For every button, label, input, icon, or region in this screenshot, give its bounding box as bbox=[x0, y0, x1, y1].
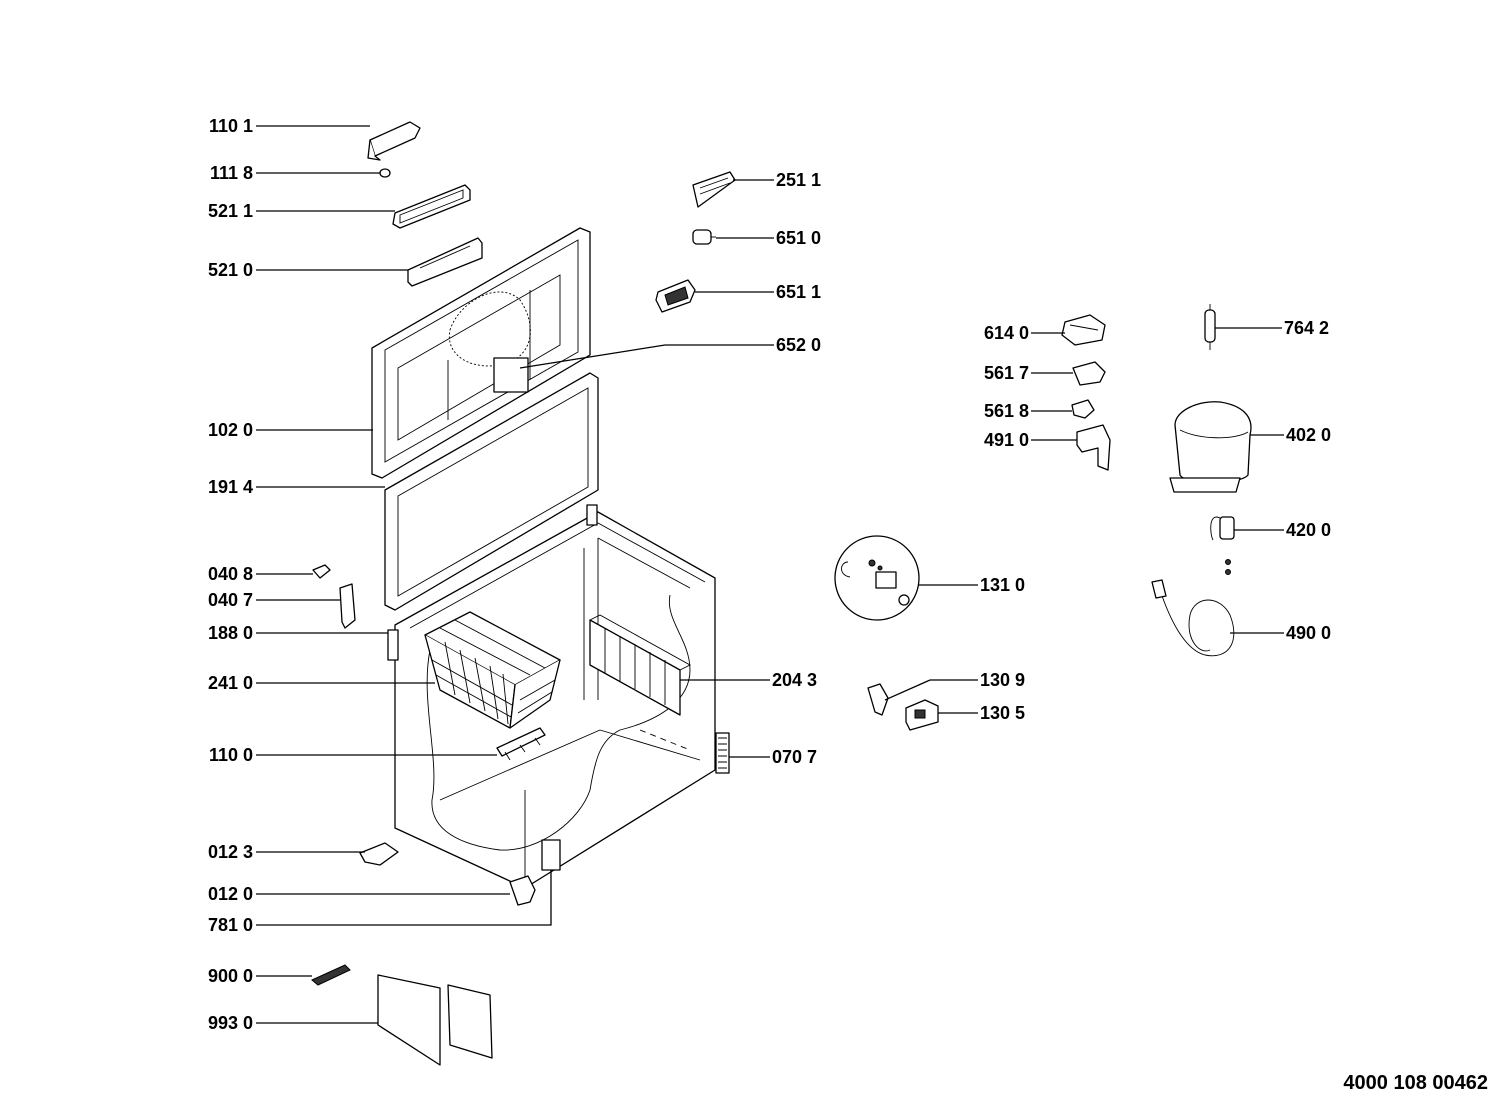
lid bbox=[371, 227, 591, 479]
label-2511: 251 1 bbox=[776, 170, 821, 190]
label-4020: 402 0 bbox=[1286, 425, 1331, 445]
label-0407: 040 7 bbox=[208, 590, 253, 610]
label-1100: 110 0 bbox=[209, 745, 253, 765]
label-5617: 561 7 bbox=[984, 363, 1029, 383]
wire-basket bbox=[424, 611, 561, 729]
small-cap bbox=[379, 168, 391, 178]
label-5618: 561 8 bbox=[984, 401, 1029, 421]
label-4900: 490 0 bbox=[1286, 623, 1331, 643]
label-0123: 012 3 bbox=[208, 842, 253, 862]
label-9930: 993 0 bbox=[208, 1013, 253, 1033]
control-panel bbox=[407, 237, 483, 287]
foot-bracket bbox=[359, 842, 399, 866]
part-5617 bbox=[1072, 361, 1106, 386]
cover-4910 bbox=[1076, 424, 1111, 471]
label-6520: 652 0 bbox=[776, 335, 821, 355]
label-7810: 781 0 bbox=[208, 915, 253, 935]
hinge bbox=[339, 583, 356, 629]
evaporator-panel bbox=[589, 614, 691, 716]
label-7642: 764 2 bbox=[1284, 318, 1329, 338]
label-6511: 651 1 bbox=[776, 282, 821, 302]
label-4200: 420 0 bbox=[1286, 520, 1331, 540]
document-id: 4000 108 00462 bbox=[1343, 1072, 1488, 1094]
leader-lines bbox=[256, 125, 1284, 1024]
clip bbox=[312, 564, 331, 579]
lid-gasket bbox=[384, 372, 599, 611]
label-1309: 130 9 bbox=[980, 670, 1025, 690]
label-1880: 188 0 bbox=[208, 623, 253, 643]
part-5618 bbox=[1071, 399, 1095, 419]
rear-part bbox=[541, 839, 561, 871]
thermostat-detail-circle bbox=[834, 535, 920, 621]
lamp-socket bbox=[692, 229, 716, 245]
grille-part bbox=[692, 171, 736, 208]
label-1305: 130 5 bbox=[980, 703, 1025, 723]
accessory-strip bbox=[311, 964, 351, 986]
foot bbox=[509, 875, 536, 906]
label-1101: 110 1 bbox=[209, 116, 253, 136]
label-6140: 614 0 bbox=[984, 323, 1029, 343]
compressor bbox=[1169, 401, 1252, 493]
label-2043: 204 3 bbox=[772, 670, 817, 690]
thermostat-knob-1309 bbox=[867, 683, 889, 716]
label-0408: 040 8 bbox=[208, 564, 253, 584]
label-0707: 070 7 bbox=[772, 747, 817, 767]
label-6510: 651 0 bbox=[776, 228, 821, 248]
label-1020: 102 0 bbox=[208, 420, 253, 440]
relay-614 bbox=[1061, 314, 1106, 346]
capacitor bbox=[1210, 516, 1235, 575]
label-1914: 191 4 bbox=[208, 477, 253, 497]
power-cord bbox=[1151, 579, 1235, 657]
label-4910: 491 0 bbox=[984, 430, 1029, 450]
part-labels: 110 1 111 8 521 1 521 0 102 0 191 4 040 … bbox=[208, 116, 1331, 1033]
filter-drier bbox=[1204, 304, 1216, 350]
label-9000: 900 0 bbox=[208, 966, 253, 986]
divider-part bbox=[496, 727, 546, 761]
lid-handle bbox=[367, 121, 421, 161]
label-1118: 111 8 bbox=[210, 163, 253, 183]
label-0120: 012 0 bbox=[208, 884, 253, 904]
trim-frame bbox=[392, 184, 471, 229]
label-2410: 241 0 bbox=[208, 673, 253, 693]
label-5211: 521 1 bbox=[208, 201, 253, 221]
cabinet-body bbox=[387, 504, 716, 889]
label-5210: 521 0 bbox=[208, 260, 253, 280]
vent-grille bbox=[715, 732, 730, 774]
documentation-sheets bbox=[377, 974, 493, 1066]
label-1310: 131 0 bbox=[980, 575, 1025, 595]
